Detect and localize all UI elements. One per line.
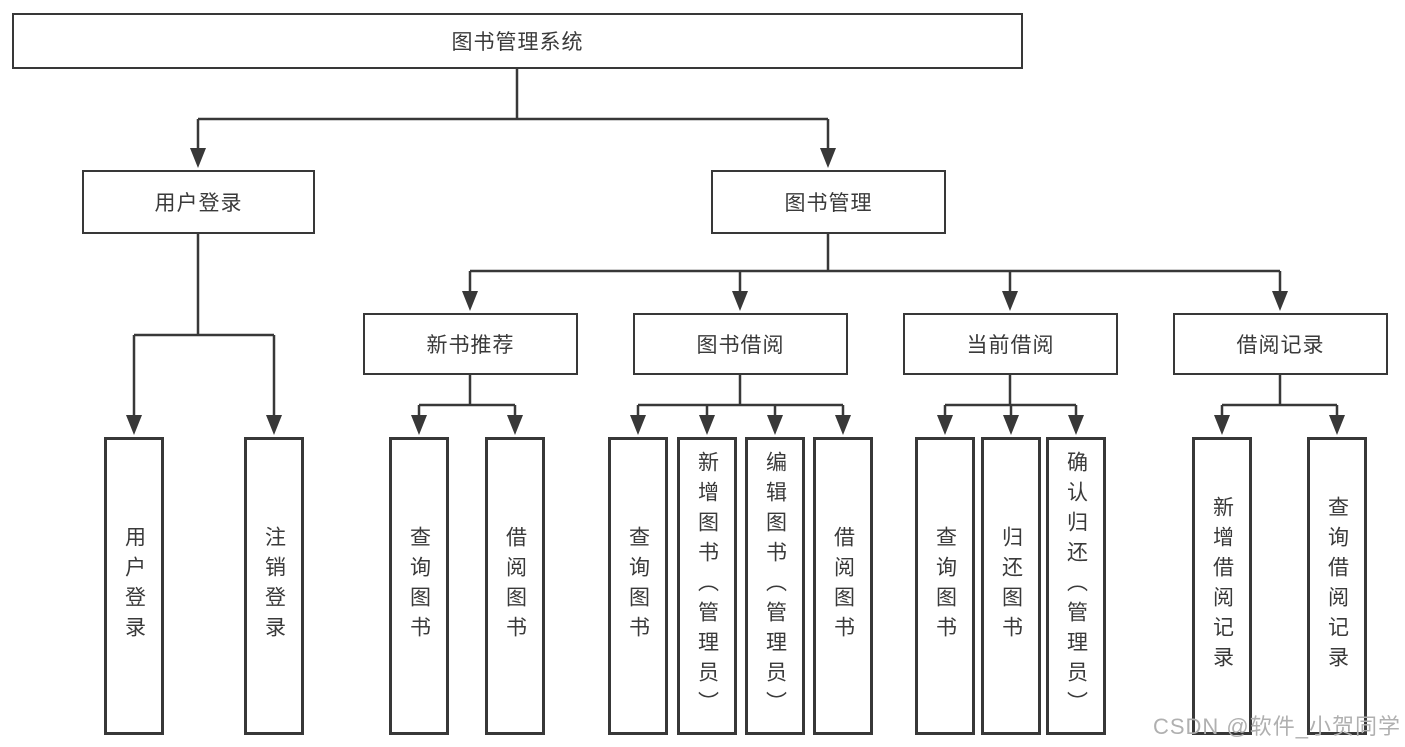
leaf-query-books-recommend: 查询图书 (389, 437, 449, 735)
leaf-borrow-books-recommend: 借阅图书 (485, 437, 545, 735)
node-new-book-recommend: 新书推荐 (363, 313, 578, 375)
node-current-borrowing: 当前借阅 (903, 313, 1118, 375)
leaf-query-books-current: 查询图书 (915, 437, 975, 735)
leaf-query-borrow-record: 查询借阅记录 (1307, 437, 1367, 735)
csdn-watermark: CSDN @软件_小贺同学 (1152, 714, 1401, 739)
leaf-edit-books-admin: 编辑图书（管理员） (745, 437, 805, 735)
leaf-borrow-books: 借阅图书 (813, 437, 873, 735)
node-book-management: 图书管理 (711, 170, 946, 234)
leaf-user-login: 用户登录 (104, 437, 164, 735)
leaf-confirm-return-admin: 确认归还（管理员） (1046, 437, 1106, 735)
leaf-logout: 注销登录 (244, 437, 304, 735)
node-user-login: 用户登录 (82, 170, 315, 234)
node-root-system: 图书管理系统 (12, 13, 1023, 69)
leaf-query-books-borrow: 查询图书 (608, 437, 668, 735)
node-book-borrowing: 图书借阅 (633, 313, 848, 375)
node-borrow-records: 借阅记录 (1173, 313, 1388, 375)
leaf-add-books-admin: 新增图书（管理员） (677, 437, 737, 735)
leaf-add-borrow-record: 新增借阅记录 (1192, 437, 1252, 735)
leaf-return-books: 归还图书 (981, 437, 1041, 735)
